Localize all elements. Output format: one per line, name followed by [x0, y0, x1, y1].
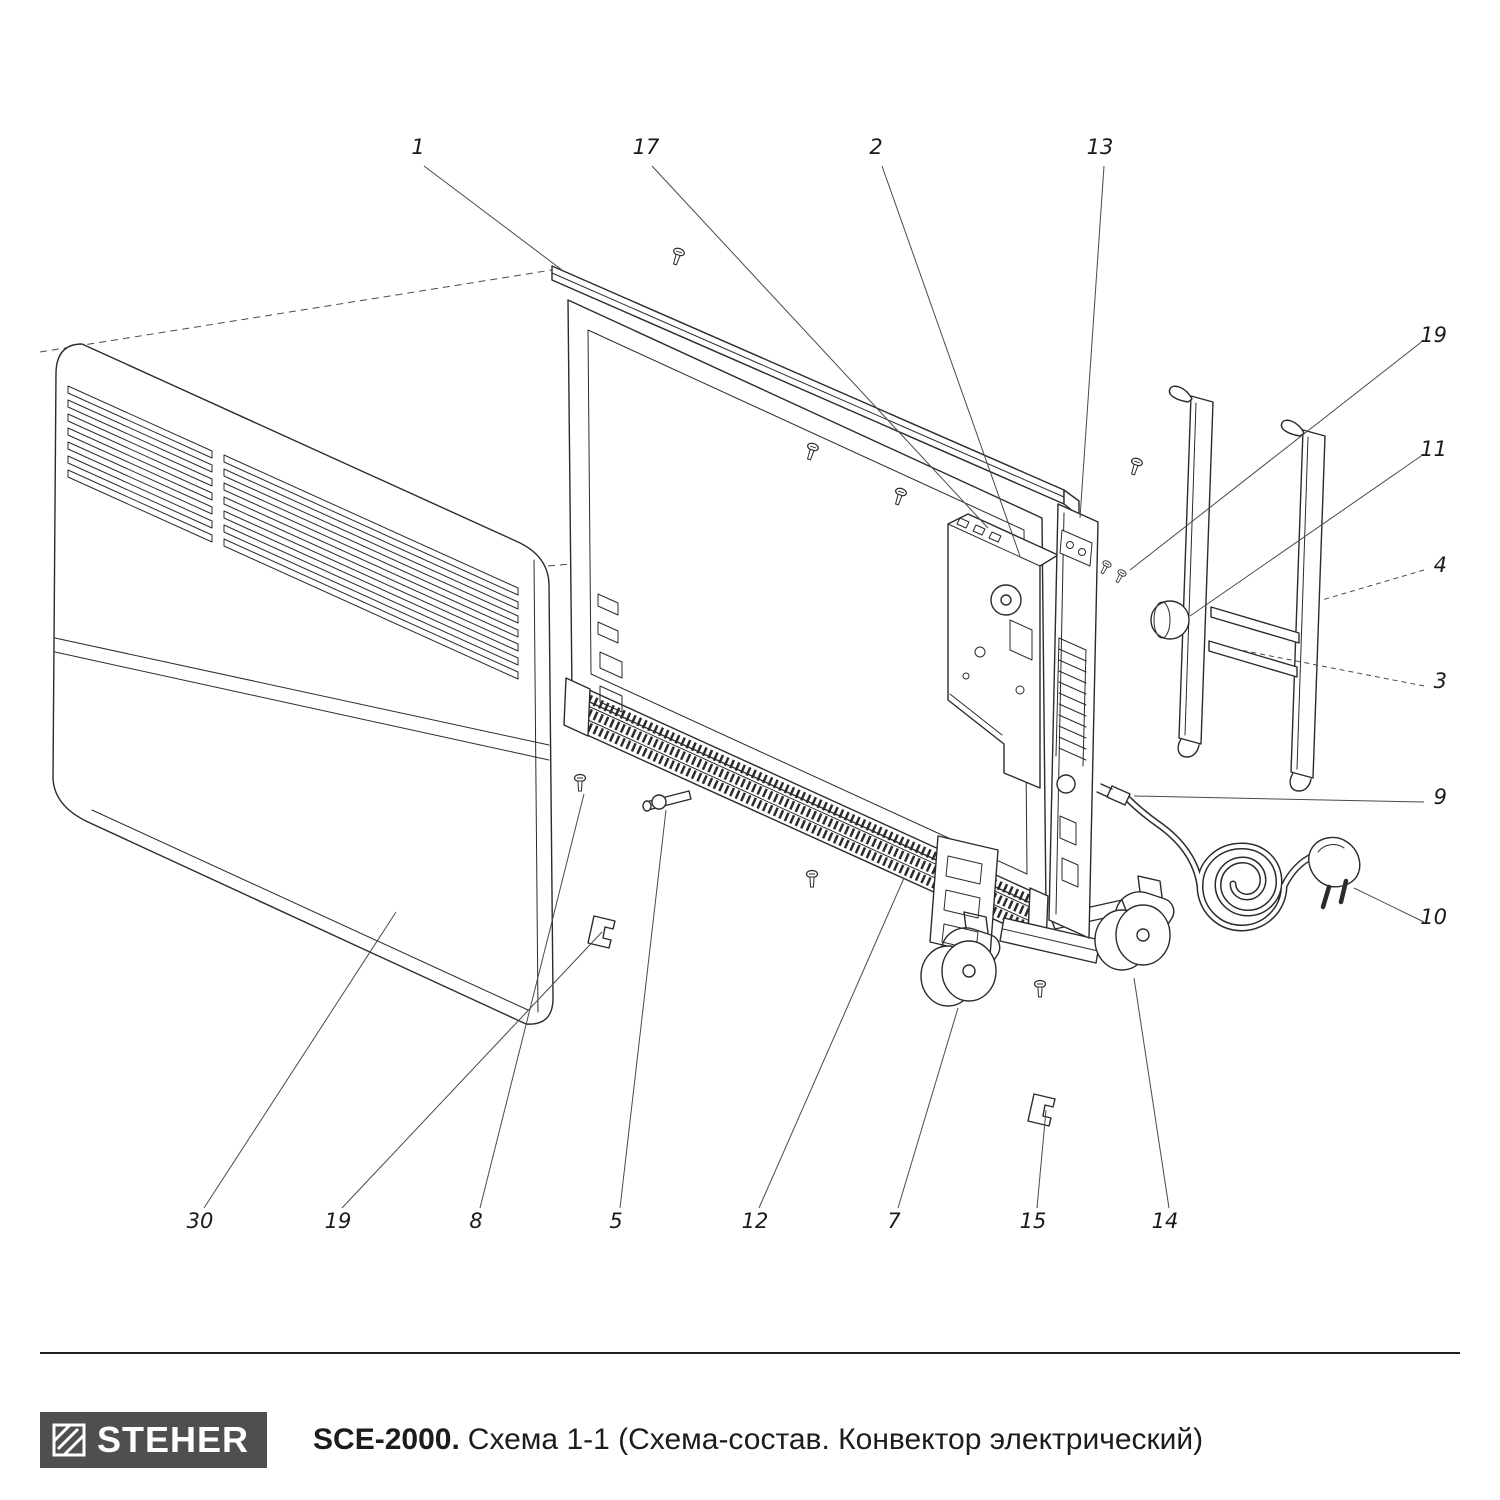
callout-bottom-5: 5: [609, 1209, 622, 1233]
callout-right-4: 4: [1434, 553, 1447, 577]
front-panel: [52, 343, 554, 1025]
callout-top-13: 13: [1087, 135, 1114, 159]
wall-bracket-left: [1168, 385, 1214, 758]
steher-logo: STEHER: [40, 1412, 268, 1468]
bracket-cross-strips: [1208, 606, 1300, 678]
callout-bottom-15: 15: [1020, 1209, 1047, 1233]
callout-bottom-12: 12: [742, 1209, 769, 1233]
vent-grille-right: [223, 454, 519, 680]
brand-name: STEHER: [97, 1419, 250, 1460]
callout-top-17: 17: [633, 135, 660, 159]
hinge-pin: [642, 790, 692, 812]
cable-clip-right: [1027, 1093, 1056, 1127]
control-knob: [1150, 600, 1190, 640]
callout-right-9: 9: [1434, 785, 1447, 809]
callout-bottom-19: 19: [325, 1209, 352, 1233]
wall-bracket-right: [1280, 419, 1326, 792]
side-panel: [1048, 503, 1099, 939]
callout-right-19: 19: [1420, 323, 1447, 347]
callout-right-11: 11: [1420, 437, 1447, 461]
callout-top-1: 1: [411, 135, 424, 159]
top-mounting-bar: [551, 265, 1080, 517]
element-bracket-plate: [929, 835, 999, 957]
diagram-subtitle: Схема 1-1 (Схема-состав. Конвектор элект…: [467, 1423, 1204, 1456]
caster-left: [920, 911, 1001, 1007]
power-plug: [1308, 836, 1361, 910]
callout-right-3: 3: [1434, 669, 1447, 693]
back-panel: [567, 299, 1047, 911]
control-unit: [947, 513, 1059, 789]
exploded-diagram: 1 17 2 13 19 11 4 3 9 10 30 19 8 5 12 7 …: [39, 135, 1447, 1233]
footer: STEHER SCE-2000.Схема 1-1 (Схема-состав.…: [40, 1412, 1203, 1468]
vent-grille-left: [67, 385, 213, 543]
steher-logo-icon: [52, 1423, 86, 1457]
callout-bottom-30: 30: [187, 1209, 214, 1233]
leader-lines: [203, 165, 1425, 1209]
callout-bottom-14: 14: [1152, 1209, 1179, 1233]
power-cord: [1096, 783, 1317, 932]
caster-right: [1094, 875, 1175, 971]
callout-bottom-8: 8: [469, 1209, 482, 1233]
callout-right-10: 10: [1420, 905, 1447, 929]
callout-labels: 1 17 2 13 19 11 4 3 9 10 30 19 8 5 12 7 …: [187, 135, 1447, 1233]
callout-top-2: 2: [869, 135, 882, 159]
callout-bottom-7: 7: [887, 1209, 901, 1233]
diagram-title: SCE-2000.Схема 1-1 (Схема-состав. Конвек…: [313, 1423, 1203, 1457]
footer-divider: [40, 1352, 1460, 1354]
model-number: SCE-2000.: [313, 1423, 460, 1456]
